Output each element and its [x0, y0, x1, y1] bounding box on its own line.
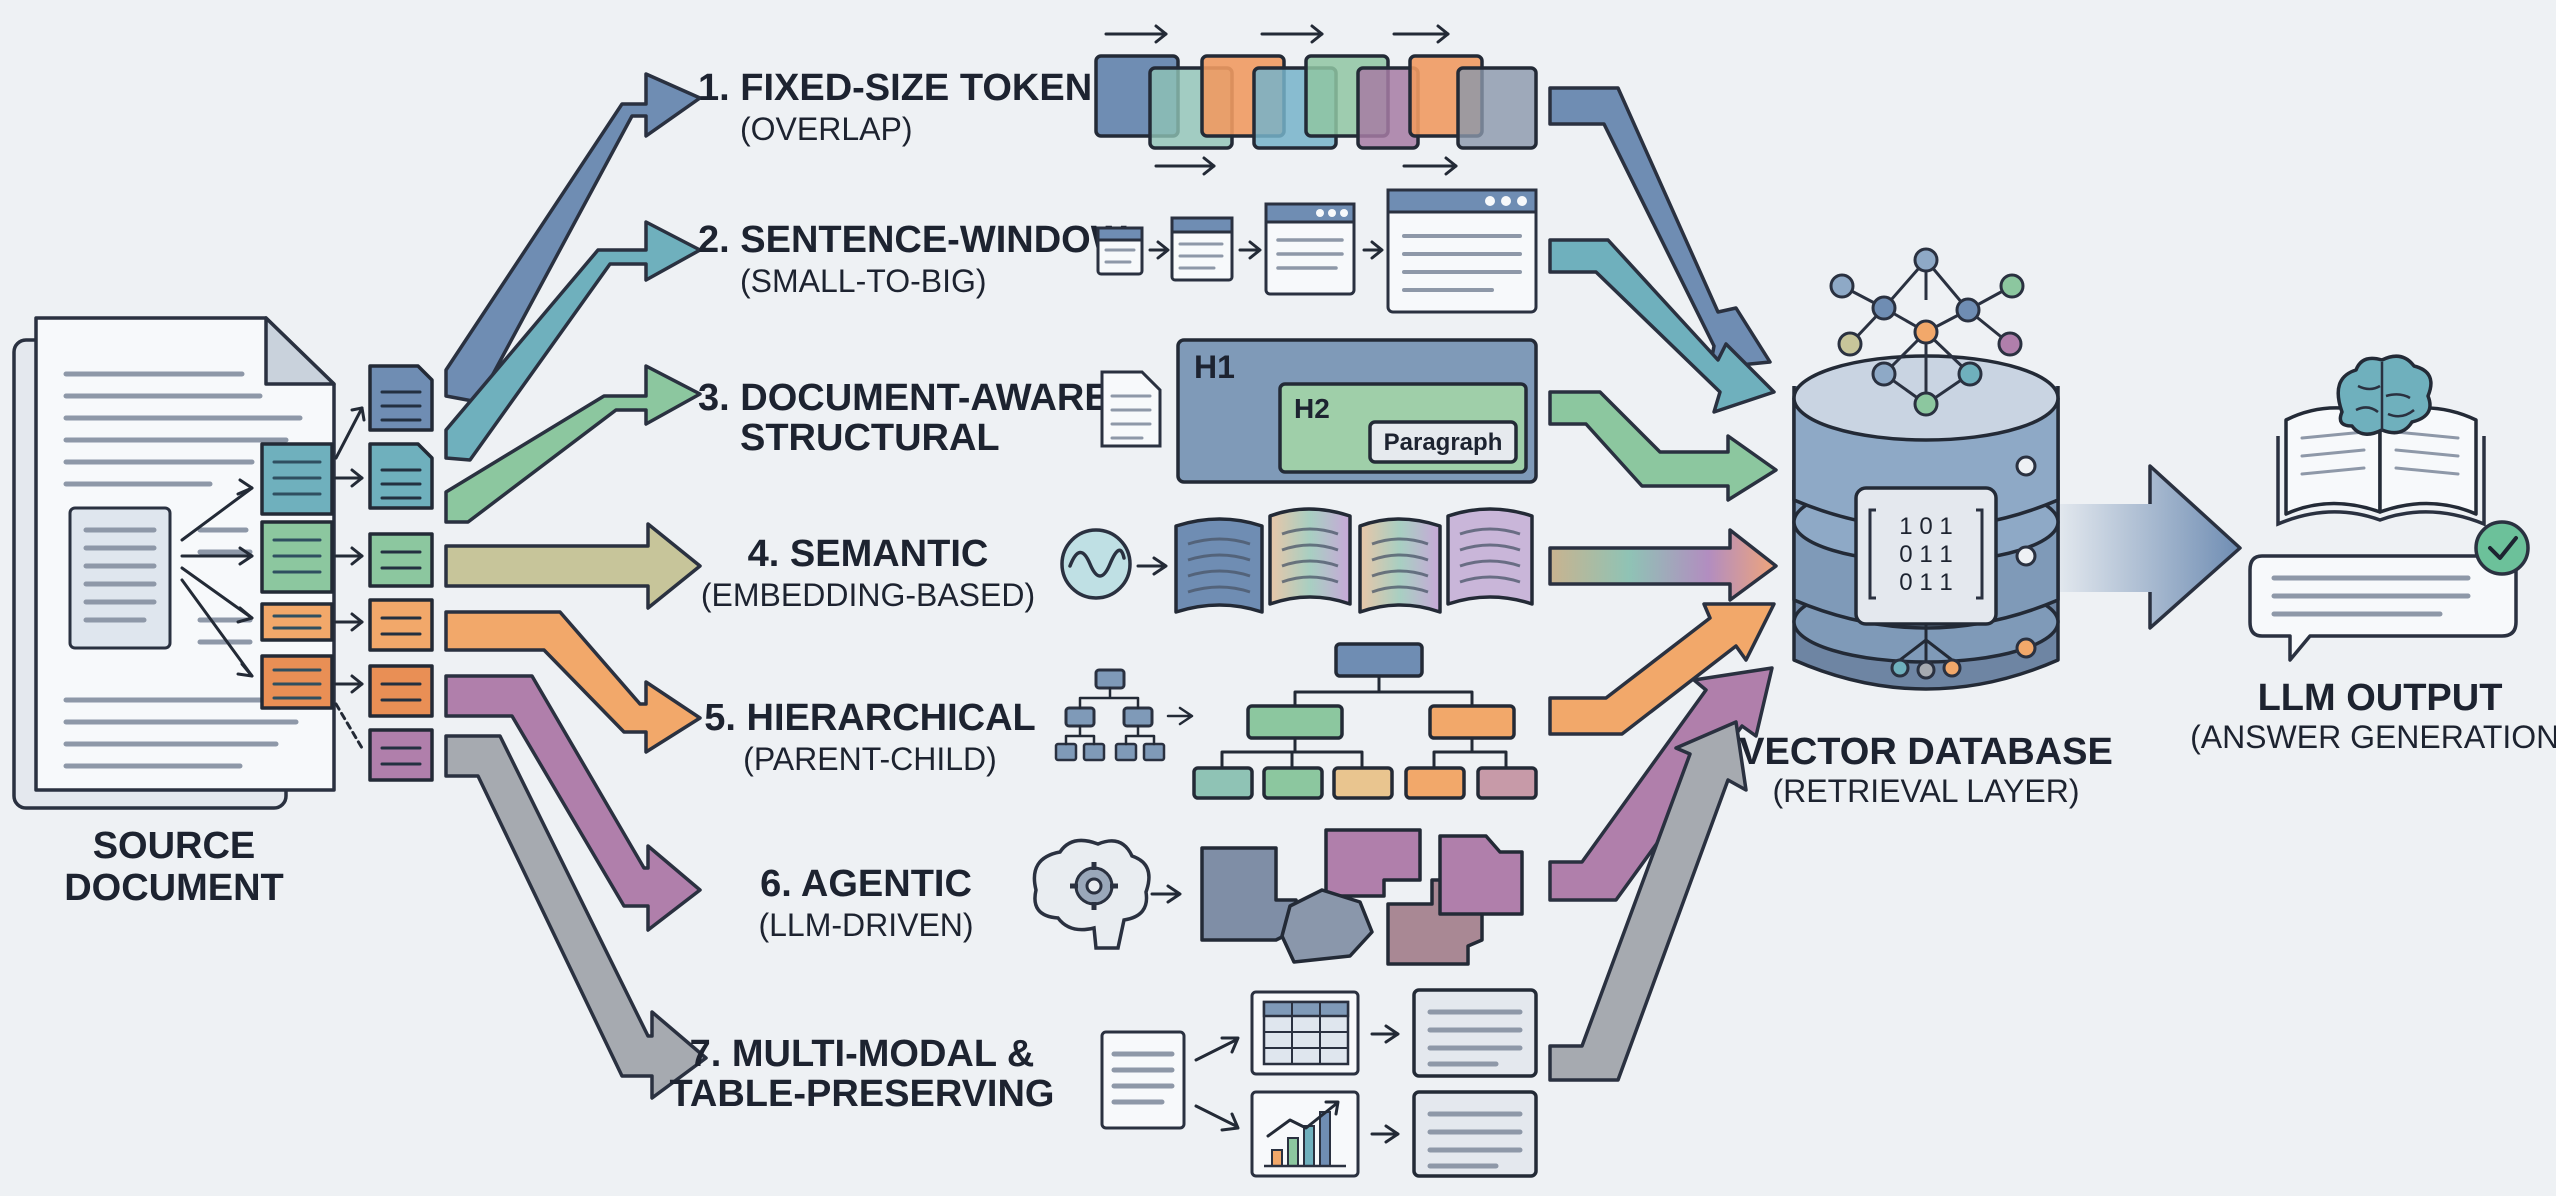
route-arrows-in: [444, 72, 708, 1100]
semantic-icon: [1060, 507, 1534, 614]
strategy-4-subtitle: (EMBEDDING-BASED): [701, 577, 1035, 613]
matrix-row-2: 0 1 1: [1899, 541, 1952, 568]
llm-subtitle: (ANSWER GENERATION): [2190, 719, 2556, 755]
vector-database: 1 0 1 0 1 1 0 1 1: [1739, 247, 2113, 809]
brain-icon: [2336, 354, 2433, 436]
route-arrows-out: [1548, 86, 1778, 1082]
chunk-column-2: [368, 364, 434, 782]
gear-icon: [1070, 862, 1118, 910]
chunk-arrows: [334, 406, 366, 750]
strategy-6-title: 6. AGENTIC: [760, 863, 972, 905]
strategy-1-subtitle: (OVERLAP): [740, 111, 912, 147]
checkmark-icon: [2474, 520, 2530, 576]
strategy-6-subtitle: (LLM-DRIVEN): [758, 907, 973, 943]
book-icon: [2276, 406, 2486, 527]
strategy-3-title-line2: STRUCTURAL: [740, 417, 1000, 459]
llm-title: LLM OUTPUT: [2258, 677, 2503, 719]
strategy-4-label: 4. SEMANTIC (EMBEDDING-BASED): [701, 533, 1035, 613]
strategy-3-label: 3. DOCUMENT-AWARE STRUCTURAL: [698, 377, 1110, 459]
source-title-line1: SOURCE: [93, 825, 256, 867]
agentic-icon: [1032, 828, 1524, 966]
source-title-line2: DOCUMENT: [64, 867, 284, 909]
llm-output: LLM OUTPUT (ANSWER GENERATION): [2190, 354, 2556, 755]
fixed-size-token-icon: [1094, 24, 1538, 176]
source-document: SOURCE DOCUMENT: [12, 316, 336, 909]
network-icon: [1829, 247, 2025, 417]
strategy-1-title: 1. FIXED-SIZE TOKEN: [698, 67, 1092, 109]
multi-modal-icon: [1100, 988, 1538, 1178]
vector-db-subtitle: (RETRIEVAL LAYER): [1772, 773, 2079, 809]
matrix-row-1: 1 0 1: [1899, 513, 1952, 540]
strategy-4-title: 4. SEMANTIC: [748, 533, 989, 575]
strategy-2-title: 2. SENTENCE-WINDOW: [698, 219, 1127, 261]
strategy-2-label: 2. SENTENCE-WINDOW (SMALL-TO-BIG): [698, 219, 1127, 299]
structural-h2: H2: [1294, 393, 1330, 424]
chart-icon: [1250, 1090, 1360, 1178]
answer-bubble: [2248, 554, 2518, 662]
split-arrows: [180, 478, 254, 678]
strategy-1-label: 1. FIXED-SIZE TOKEN (OVERLAP): [698, 67, 1092, 147]
strategy-5-subtitle: (PARENT-CHILD): [743, 741, 997, 777]
hierarchical-icon: [1054, 642, 1538, 800]
structural-h1: H1: [1194, 349, 1235, 385]
sentence-window-icon: [1096, 188, 1538, 314]
chunk-column-1: [260, 442, 334, 710]
strategy-7-title-line2: TABLE-PRESERVING: [670, 1073, 1055, 1115]
strategy-5-title: 5. HIERARCHICAL: [704, 697, 1035, 739]
strategy-6-label: 6. AGENTIC (LLM-DRIVEN): [758, 863, 973, 943]
matrix-row-3: 0 1 1: [1899, 569, 1952, 596]
document-aware-icon: H1 H2 Paragraph: [1100, 338, 1538, 484]
wave-icon: [1060, 528, 1132, 600]
strategy-5-label: 5. HIERARCHICAL (PARENT-CHILD): [704, 697, 1035, 777]
vector-db-title: VECTOR DATABASE: [1739, 731, 2113, 773]
strategy-3-title: 3. DOCUMENT-AWARE: [698, 377, 1110, 419]
structural-paragraph: Paragraph: [1384, 429, 1503, 456]
strategy-7-title: 7. MULTI-MODAL &: [690, 1033, 1035, 1075]
table-icon: [1250, 990, 1360, 1076]
strategy-2-subtitle: (SMALL-TO-BIG): [740, 263, 987, 299]
strategy-7-label: 7. MULTI-MODAL & TABLE-PRESERVING: [670, 1033, 1055, 1115]
